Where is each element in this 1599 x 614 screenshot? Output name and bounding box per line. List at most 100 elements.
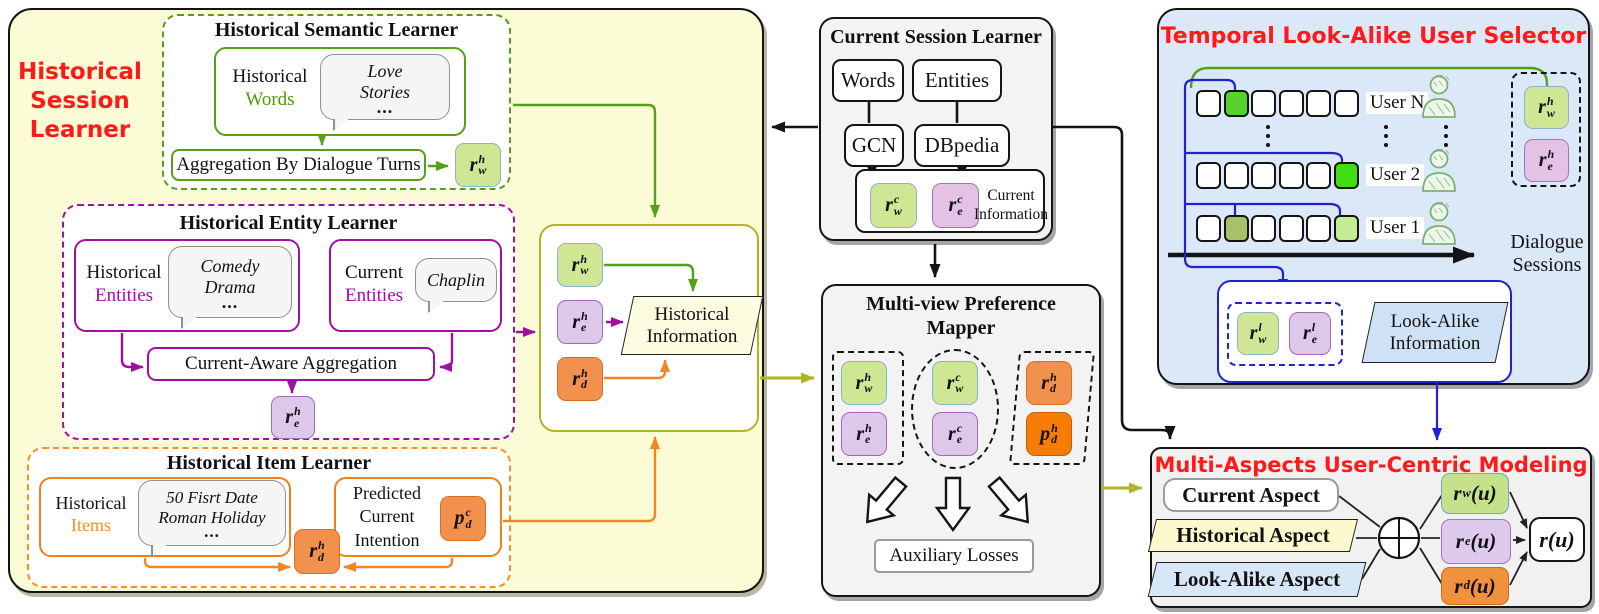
look-alike-rep-group [1227, 302, 1343, 366]
bubble-line: Comedy [200, 255, 260, 276]
user-1-avatar-icon [1419, 201, 1459, 245]
historical-entity-learner-title: Historical Entity Learner [179, 212, 398, 234]
entities-box: Entities [912, 59, 1002, 102]
session-square [1223, 162, 1249, 189]
session-square [1306, 90, 1331, 117]
bubble-ellipsis: ... [204, 522, 220, 542]
label-line: Information [646, 325, 738, 347]
bubble-line: Roman Holiday [158, 507, 266, 527]
bubble-ellipsis: ... [221, 292, 239, 313]
historical-information-label: Historical Information [628, 297, 756, 354]
bubble-line: 50 Fisrt Date [166, 488, 258, 508]
session-square [1333, 90, 1359, 117]
current-entities-label: Current Entities [336, 262, 412, 308]
session-square [1306, 215, 1331, 242]
bubble-line: Chaplin [426, 269, 485, 290]
label-line: Intention [354, 529, 420, 550]
label-line: Look-Alike [1390, 310, 1480, 332]
words-speech-bubble: Love Stories ... [320, 54, 450, 120]
chaplin-speech-bubble: Chaplin [415, 258, 497, 302]
historical-entities-label: Historical Entities [80, 262, 168, 308]
label-line: Learner [29, 117, 131, 144]
label-line: Predicted [353, 483, 421, 503]
gcn-box: GCN [844, 124, 904, 167]
user-2-label: User 2 [1366, 164, 1425, 186]
bubble-line: Drama [204, 276, 256, 297]
session-square [1278, 162, 1304, 189]
historical-words-label: Historical Words [224, 66, 316, 112]
session-square [1196, 215, 1221, 242]
look-alike-information-parallelogram: Look-Alike Information [1361, 302, 1509, 363]
title-line: Multi-view Preference [866, 293, 1056, 315]
bubble-line: Stories [359, 81, 410, 102]
label-line: Information [1389, 332, 1481, 354]
preference-mapper-title: Multi-view Preference Mapper [821, 292, 1101, 340]
historical-view-group [832, 351, 904, 465]
session-square [1333, 215, 1359, 242]
current-aspect-box: Current Aspect [1163, 478, 1339, 512]
dialogue-sessions-label: Dialogue Sessions [1498, 231, 1596, 277]
label-line: Current [359, 506, 415, 527]
session-square [1223, 90, 1249, 117]
session-square [1223, 215, 1249, 242]
user-n-session-row [1196, 90, 1359, 117]
label-line: Entities [94, 284, 154, 306]
label-line: Current [344, 262, 404, 283]
historical-aspect-parallelogram: Historical Aspect [1147, 519, 1359, 552]
session-square [1196, 90, 1221, 117]
user-modeling-title: Multi-Aspects User-Centric Modeling [1154, 453, 1588, 477]
user-1-label: User 1 [1366, 217, 1425, 239]
look-alike-aspect-parallelogram: Look-Alike Aspect [1147, 562, 1367, 597]
look-alike-information-label: Look-Alike Information [1369, 303, 1501, 362]
dbpedia-box: DBpedia [914, 124, 1010, 167]
rows-ellipsis-dots [1266, 125, 1270, 147]
title-line: Mapper [926, 317, 996, 339]
session-square [1251, 215, 1276, 242]
label-line: Current [987, 186, 1035, 204]
user-n-avatar-icon [1419, 74, 1459, 118]
historical-session-learner-label: Historical Session Learner [10, 58, 150, 146]
historical-information-parallelogram: Historical Information [620, 296, 764, 355]
bubble-line: Love [367, 60, 403, 81]
session-square [1251, 90, 1276, 117]
label-line: Historical [18, 59, 142, 85]
aggregation-by-dialogue-turns-box: Aggregation By Dialogue Turns [171, 149, 426, 181]
avatars-ellipsis-dots [1444, 125, 1448, 147]
label-line: Historical [55, 493, 127, 513]
user-2-avatar-icon [1419, 148, 1459, 192]
label-line: Sessions [1512, 254, 1582, 276]
predicted-intention-label: Predicted Current Intention [340, 482, 434, 552]
label-line: Items [71, 514, 111, 535]
user-n-label: User N [1366, 92, 1429, 114]
session-square [1306, 162, 1331, 189]
label-line: Session [30, 88, 130, 115]
session-square [1251, 162, 1276, 189]
session-square [1196, 162, 1221, 189]
historical-aspect-label: Historical Aspect [1176, 523, 1330, 548]
auxiliary-losses-box: Auxiliary Losses [874, 539, 1034, 573]
label-line: Entities [344, 284, 404, 306]
current-aware-aggregation-box: Current-Aware Aggregation [147, 347, 435, 381]
label-line: Dialogue [1510, 231, 1584, 253]
session-square [1333, 162, 1359, 189]
label-line: Information [973, 205, 1049, 223]
user-1-session-row [1196, 215, 1359, 242]
historical-item-learner-title: Historical Item Learner [166, 452, 372, 474]
